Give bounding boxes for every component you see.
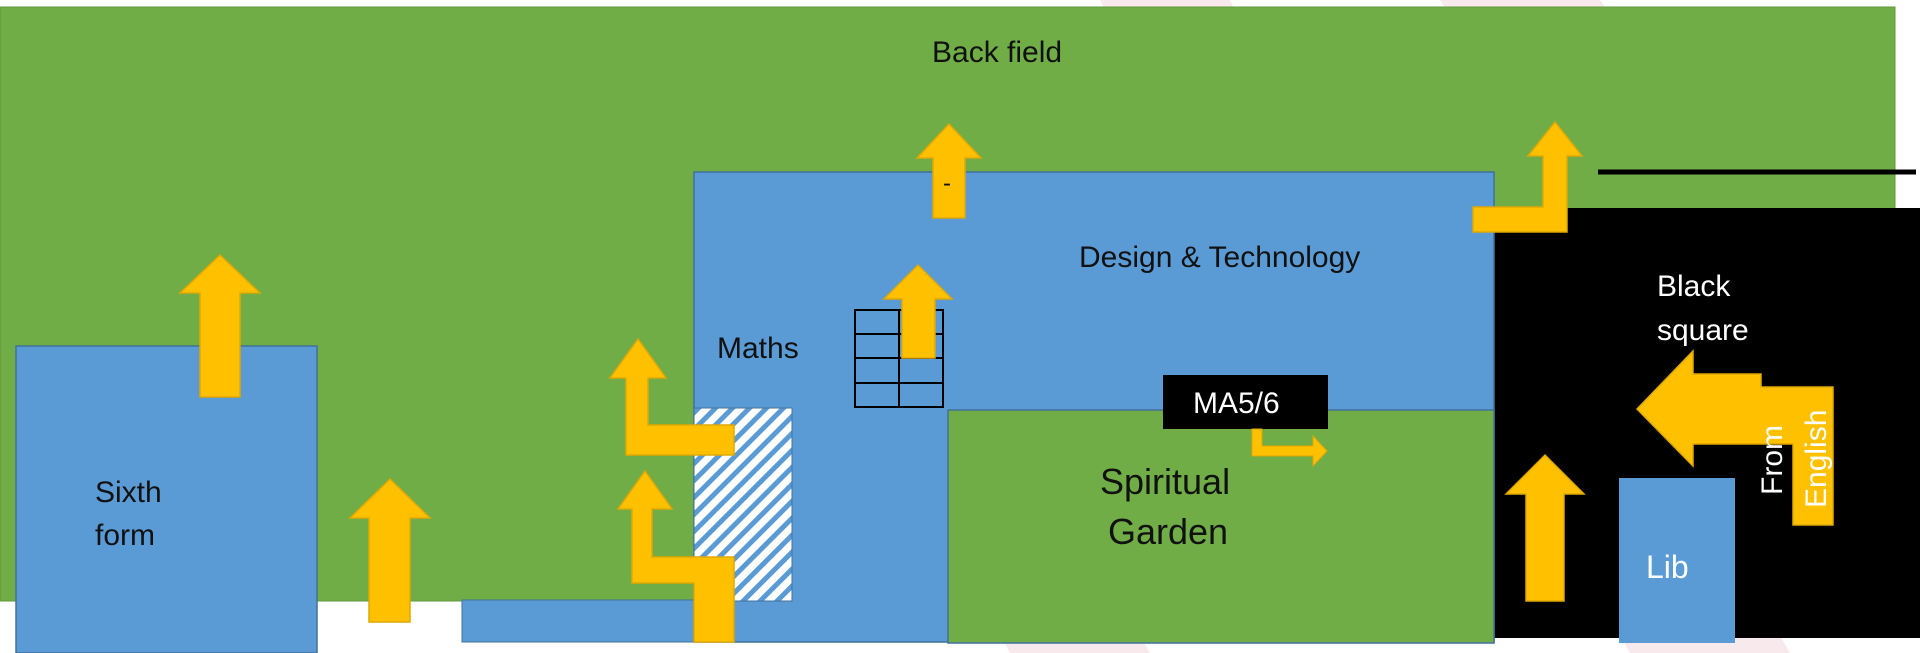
spiritual-garden-label-line1: Spiritual — [1100, 461, 1230, 502]
library-label: Lib — [1646, 549, 1689, 585]
room-pointer-icon — [1251, 428, 1328, 468]
black-square-label-line2: square — [1657, 314, 1749, 347]
bent-arrow-icon — [608, 337, 735, 456]
black-square-label-line1: Black — [1657, 270, 1731, 303]
from-label: From — [1756, 425, 1789, 495]
up-arrow-icon — [178, 253, 262, 398]
up-arrow-icon — [348, 477, 432, 623]
bent-arrow-icon — [616, 469, 735, 643]
maths-label: Maths — [717, 332, 799, 365]
spiritual-garden-label-line2: Garden — [1108, 511, 1228, 552]
english-label: English — [1800, 410, 1833, 508]
library-building[interactable] — [1619, 478, 1735, 643]
design-technology-label: Design & Technology — [1079, 241, 1360, 274]
sixth-form-building[interactable] — [15, 345, 318, 653]
room-badge-label: MA5/6 — [1193, 387, 1280, 420]
bent-arrow-icon — [1472, 120, 1584, 233]
up-arrow-icon — [915, 122, 983, 219]
spiritual-garden-area[interactable] — [947, 409, 1495, 644]
sixth-form-label-line1: Sixth — [95, 476, 162, 509]
bent-arrow-icon — [1635, 349, 1834, 526]
dash-mark: - — [943, 170, 951, 197]
back-field-label: Back field — [932, 36, 1062, 69]
sixth-form-label-line2: form — [95, 519, 155, 552]
room-badge-bg — [1163, 375, 1328, 429]
up-arrow-icon — [1504, 453, 1586, 602]
up-arrow-icon — [882, 263, 954, 359]
